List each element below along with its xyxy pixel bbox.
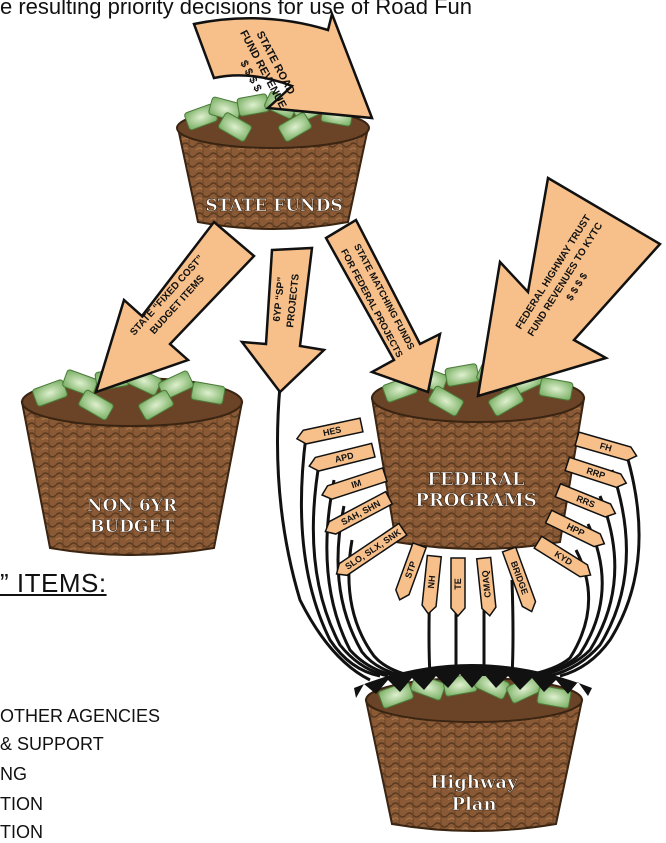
program-label: HES [322, 424, 342, 438]
federal-label: PROGRAMS [415, 490, 536, 511]
state-funds-label: STATE FUNDS [205, 196, 342, 216]
highway-label: Highway [430, 772, 518, 793]
left-item: OTHER AGENCIES [0, 706, 161, 726]
program-arrows-bottom: STP NH TE CMAQ BRIDGE [395, 541, 537, 618]
program-label: IM [350, 478, 363, 491]
left-item: NG [0, 764, 27, 784]
left-item: & SUPPORT [0, 734, 104, 754]
left-item: TION [0, 822, 43, 842]
program-arrows-right: FH RRP RRS HPP KYD [533, 431, 638, 578]
highway-plan-basket [364, 670, 584, 832]
program-label: FH [599, 441, 613, 454]
non6yr-label: NON 6YR [87, 496, 178, 516]
sp-projects-arrow [239, 246, 327, 394]
non6yr-label: BUDGET [90, 517, 174, 537]
program-label: TE [453, 578, 463, 590]
state-revenue-arrow [192, 9, 374, 120]
collector-bar [354, 664, 592, 698]
header-text: e resulting priority decisions for use o… [0, 0, 473, 19]
federal-label: FEDERAL [427, 469, 525, 490]
highway-label: Plan [451, 794, 496, 815]
program-label: NH [426, 575, 437, 589]
left-item: TION [0, 794, 43, 814]
program-label: CMAQ [480, 570, 493, 598]
program-label: SLO, SLX, SNK [343, 527, 403, 572]
left-heading: ” ITEMS: [0, 568, 107, 598]
fixed-cost-arrow [94, 220, 256, 394]
arrow-label: 6YP “SP” [272, 276, 288, 322]
federal-trust-arrow [476, 176, 662, 398]
matching-arrow [324, 218, 442, 394]
program-label: APD [334, 450, 355, 464]
